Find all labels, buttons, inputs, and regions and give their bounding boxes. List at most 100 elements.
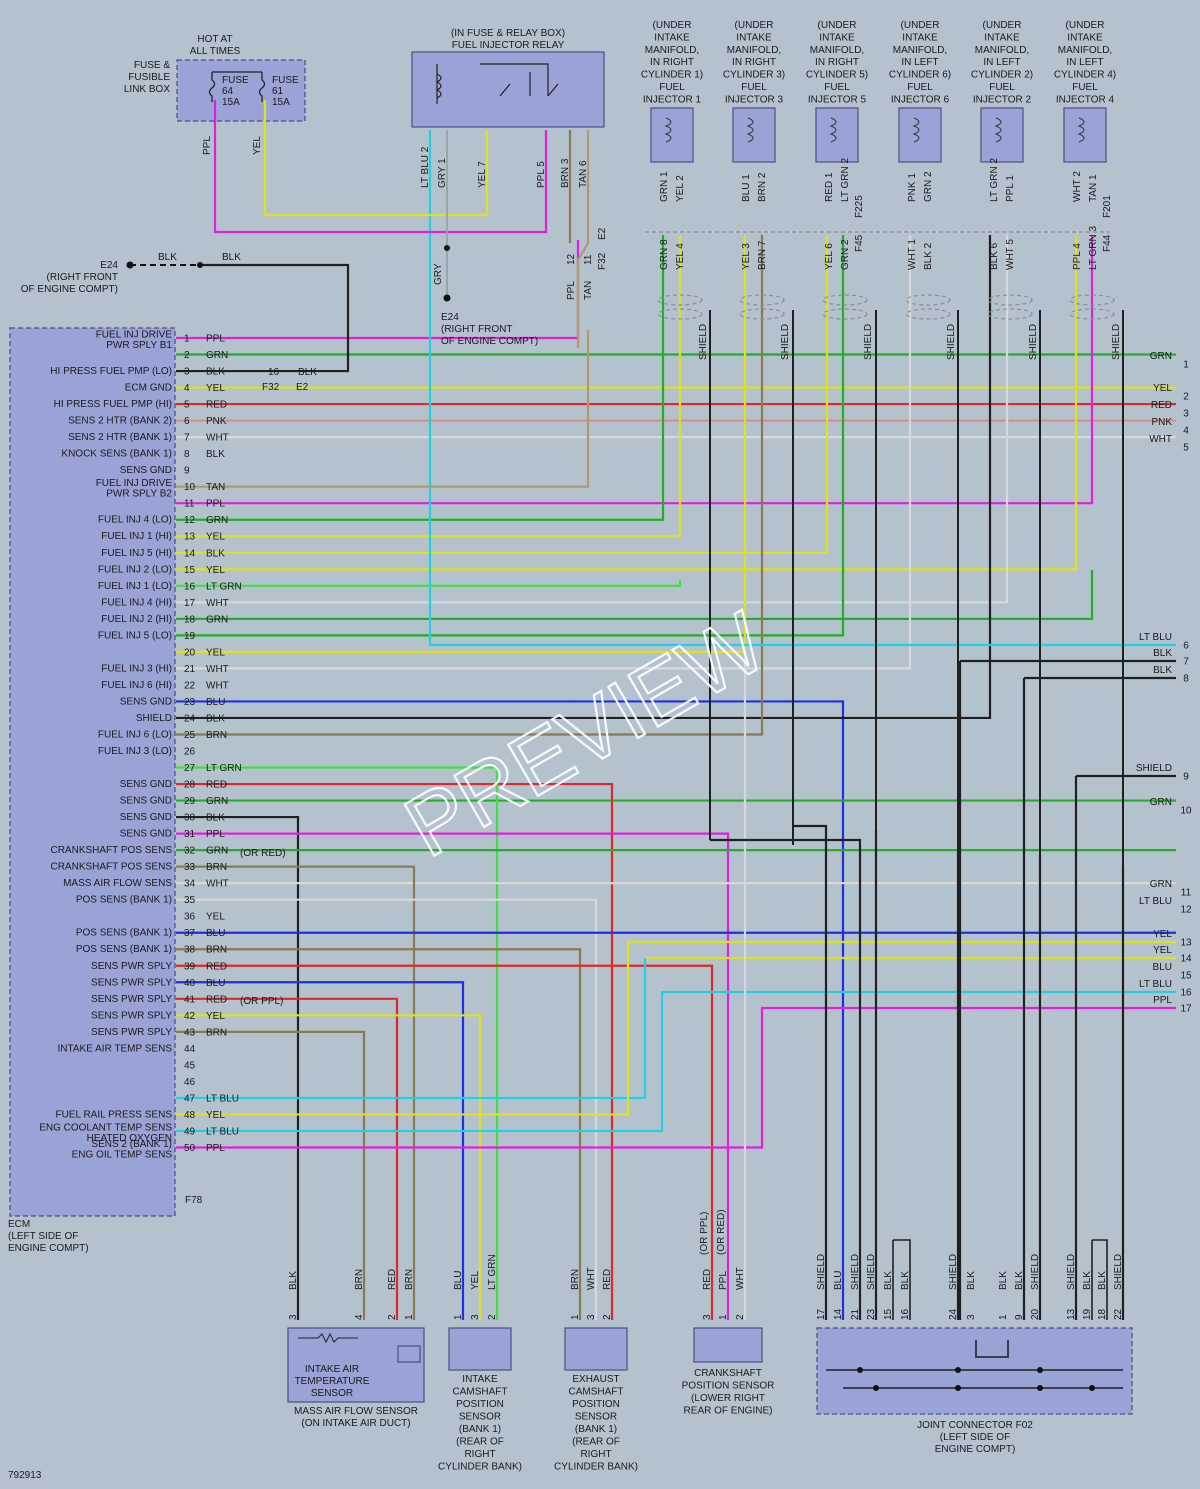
connector-id: F45: [854, 234, 865, 252]
ecm-wire-color: PPL: [206, 334, 225, 345]
wire-pin40: [176, 981, 465, 1320]
splice-dot: [197, 262, 203, 268]
wire-fuse-yel: [263, 100, 489, 217]
sensor-pin-label: 2: [387, 1314, 398, 1320]
sensor-wire-label: BLK: [288, 1271, 299, 1290]
injector-lower-pin-label: BRN 7: [757, 240, 768, 270]
shield-label: SHIELD: [780, 324, 791, 360]
sensor-wire-label: WHT: [586, 1267, 597, 1290]
wire-pin24: [176, 235, 992, 720]
ecm-module: [9, 327, 176, 1217]
relay-pin-label: GRY 1: [437, 158, 448, 188]
right-edge-number: 4: [1183, 426, 1189, 437]
right-edge-color: LT BLU: [1139, 979, 1172, 990]
ecm-pin-name: FUEL INJ 3 (LO): [98, 746, 172, 757]
ecm-wire-color: YEL: [206, 912, 225, 923]
shield-oval: [1069, 308, 1115, 320]
ecm-pin-name: FUEL INJ 3 (HI): [101, 663, 172, 674]
sensor-wire-label: BRN: [570, 1269, 581, 1290]
ecm-pin-number: 50: [184, 1143, 196, 1154]
wire-inj5: [176, 235, 829, 554]
ecm-wire-color: BRN: [206, 862, 227, 873]
ecm-wire-color: BRN: [206, 730, 227, 741]
right-edge-number: 3: [1183, 409, 1189, 420]
ecm-pin-name: SENS GND: [120, 779, 172, 790]
shield-oval: [905, 308, 951, 320]
ground-label: (RIGHT FRONT: [47, 272, 118, 283]
ecm-wire-color: YEL: [206, 1011, 225, 1022]
right-edge-color: SHIELD: [1136, 763, 1172, 774]
exhaust-cam-label: RIGHT: [580, 1449, 611, 1460]
joint-pin-label: 9: [1014, 1314, 1025, 1320]
joint-pin-label: 21: [850, 1308, 861, 1320]
splice-dot: [1089, 1385, 1095, 1391]
ecm-wire-color: LT GRN: [206, 763, 242, 774]
injector-pin-label: LT GRN 2: [989, 157, 1000, 202]
right-edge-number: 7: [1183, 657, 1189, 668]
maf-inner-label: INTAKE AIR: [305, 1364, 359, 1375]
joint-wire-label: SHIELD: [948, 1254, 959, 1290]
wire-color-label: BLK: [298, 367, 317, 378]
joint-wire-label: BLK: [883, 1271, 894, 1290]
splice-dot: [955, 1385, 961, 1391]
joint-wire-label: BLK: [1082, 1271, 1093, 1290]
fuse-label: FUSE: [222, 75, 249, 86]
ecm-pin-name: INTAKE AIR TEMP SENS: [58, 1043, 173, 1054]
ecm-wire-color: WHT: [206, 879, 229, 890]
sensor-pin-label: 1: [404, 1314, 415, 1320]
right-edge-number: 13: [1180, 938, 1192, 949]
injector-label: CYLINDER 5): [806, 70, 868, 81]
ecm-wire-color: LT GRN: [206, 581, 242, 592]
connector-pin: 16: [268, 367, 280, 378]
exhaust-cam-label: EXHAUST: [572, 1374, 619, 1385]
sensor-wire-label: BRN: [354, 1269, 365, 1290]
alt-color-label: (OR RED): [716, 1209, 727, 1255]
ecm-pin-name: KNOCK SENS (BANK 1): [61, 449, 172, 460]
intake-cam-label: (BANK 1): [459, 1424, 501, 1435]
ecm-pin-number: 36: [184, 912, 196, 923]
ecm-pin-number: 31: [184, 829, 196, 840]
joint-connector-label: ENGINE COMPT): [935, 1444, 1016, 1455]
shield-oval: [822, 294, 868, 306]
ecm-pin-name: FUEL INJ 4 (HI): [101, 597, 172, 608]
joint-wire-label: BLK: [998, 1271, 1009, 1290]
fuse-label: 15A: [272, 97, 290, 108]
ecm-pin-name: SENS PWR SPLY: [91, 977, 172, 988]
ecm-pin-number: 9: [184, 466, 190, 477]
injector-label: CYLINDER 6): [889, 70, 951, 81]
injector-coil-symbol: [1077, 117, 1085, 143]
fuel-injector-body: [898, 107, 942, 163]
injector-label: FUEL: [741, 82, 767, 93]
sensor-pin-label: 1: [453, 1314, 464, 1320]
sensor-pin-label: 1: [718, 1314, 729, 1320]
shield-label: SHIELD: [946, 324, 957, 360]
figure-id: 792913: [8, 1470, 42, 1481]
ecm-pin-number: 46: [184, 1077, 196, 1088]
ecm-pin-name: FUEL INJ 5 (LO): [98, 630, 172, 641]
ecm-pin-number: 40: [184, 978, 196, 989]
ecm-pin-number: 35: [184, 895, 196, 906]
injector-label: MANIFOLD,: [893, 45, 947, 56]
joint-pin-label: 16: [900, 1308, 911, 1320]
ecm-wire-color: PPL: [206, 499, 225, 510]
injector-label: INJECTOR 1: [643, 94, 702, 105]
ecm-wire-color: YEL: [206, 565, 225, 576]
sensor-wire-label: BLU: [453, 1271, 464, 1290]
ecm-pin-number: 37: [184, 928, 196, 939]
right-edge-color: BLU: [1153, 962, 1172, 973]
ecm-wire-color: GRN: [206, 614, 228, 625]
ecm-pin-name: SENS GND: [120, 812, 172, 823]
relay-pin-label: TAN 6: [578, 160, 589, 188]
injector-lower-pin-label: YEL 3: [741, 243, 752, 270]
fuse-box-label: FUSIBLE: [128, 72, 170, 83]
ecm-pin-name: POS SENS (BANK 1): [76, 928, 172, 939]
injector-label: CYLINDER 4): [1054, 70, 1116, 81]
injector-lower-pin-label: LT GRN 3: [1088, 225, 1099, 270]
right-edge-number: 9: [1183, 772, 1189, 783]
ecm-pin-number: 1: [184, 334, 190, 345]
sensor-wire-label: BRN: [404, 1269, 415, 1290]
injector-lower-pin-label: GRN 2: [840, 239, 851, 270]
wire-joint-loop2: [1092, 1239, 1108, 1320]
injector-label: INTAKE: [654, 32, 690, 43]
wire-pin35: [176, 898, 598, 1320]
